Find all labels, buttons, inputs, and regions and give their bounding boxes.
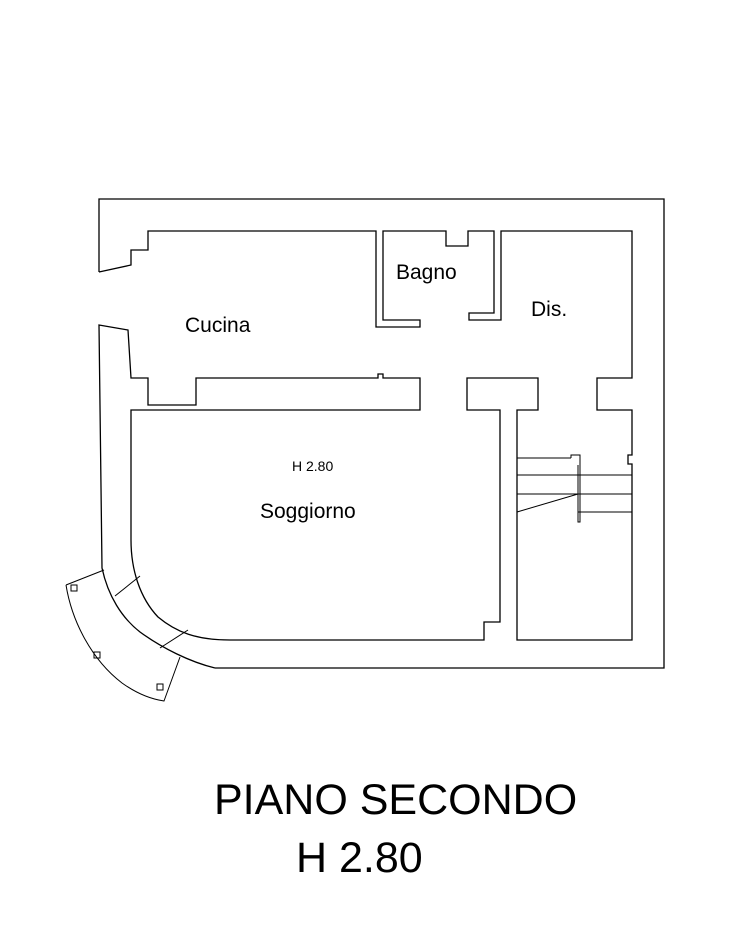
room-label-soggiorno: Soggiorno	[260, 500, 356, 523]
balcony-post	[93, 651, 101, 659]
balcony	[65, 569, 189, 702]
staircase	[516, 454, 632, 523]
room-label-cucina: Cucina	[185, 314, 251, 337]
room-label-bagno: Bagno	[396, 261, 457, 284]
floor-title: PIANO SECONDO	[214, 776, 578, 824]
room-label-dis: Dis.	[531, 298, 567, 321]
exterior-wall-outer	[98, 198, 665, 669]
balcony-post	[70, 584, 78, 592]
room-height-soggiorno: H 2.80	[292, 458, 333, 474]
floor-height: H 2.80	[296, 834, 423, 882]
balcony-post	[156, 683, 164, 691]
